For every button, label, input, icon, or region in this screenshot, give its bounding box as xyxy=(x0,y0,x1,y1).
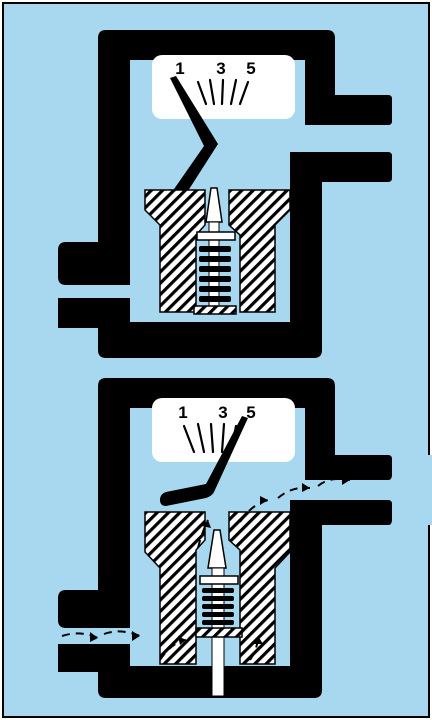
outlet-right-edge xyxy=(392,455,432,525)
scale-label-5: 5 xyxy=(246,403,255,422)
spring-cap xyxy=(197,232,235,240)
inlet-cover xyxy=(58,298,130,328)
outlet-upper-wall xyxy=(305,95,392,125)
scale-label-1: 1 xyxy=(178,403,187,422)
spring-cap xyxy=(200,576,238,584)
spring-base xyxy=(194,306,236,314)
outlet-channel xyxy=(290,125,400,152)
scale-label-1: 1 xyxy=(175,59,184,78)
spring-base xyxy=(196,628,242,637)
scale-label-5: 5 xyxy=(246,59,255,78)
inlet-channel xyxy=(58,285,136,298)
inlet-cover xyxy=(58,644,130,672)
inlet-channel xyxy=(58,628,136,644)
scale-label-3: 3 xyxy=(218,403,227,422)
scale-label-3: 3 xyxy=(216,59,225,78)
